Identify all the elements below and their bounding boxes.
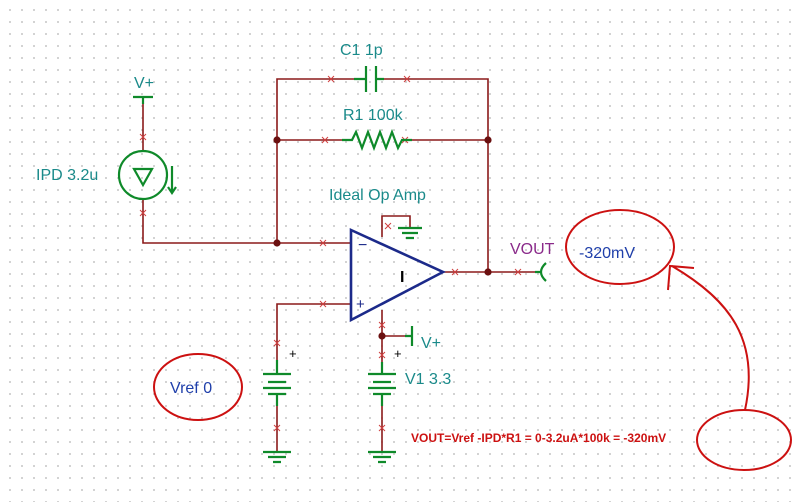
photodiode-source[interactable]: IPD 3.2u bbox=[36, 149, 177, 201]
output-terminal[interactable]: VOUT bbox=[510, 241, 555, 282]
opamp-ground bbox=[398, 226, 422, 240]
battery-v1-label: V1 3.3 bbox=[405, 371, 451, 388]
supply-terminal-icon bbox=[405, 326, 414, 346]
annotation-arrowhead-icon bbox=[667, 264, 695, 291]
diode-triangle-icon bbox=[132, 167, 154, 188]
ground-vref bbox=[263, 450, 291, 464]
op-amp-mark: I bbox=[400, 269, 404, 286]
ground-v1 bbox=[368, 450, 396, 464]
vout-label: VOUT bbox=[510, 241, 555, 258]
output-terminal-icon bbox=[535, 262, 547, 282]
capacitor-icon bbox=[354, 66, 384, 92]
op-amp-triangle-icon bbox=[349, 227, 446, 323]
capacitor-label: C1 1p bbox=[340, 42, 383, 59]
node-inverting bbox=[273, 239, 281, 247]
wire-opamp-gnd bbox=[381, 215, 411, 237]
current-source-icon bbox=[117, 149, 169, 201]
vout-value-circle bbox=[565, 209, 675, 285]
node-feedback-left bbox=[273, 136, 281, 144]
junction-nodes bbox=[273, 136, 492, 340]
wire-ipd-inverting bbox=[142, 200, 351, 244]
vref-circle bbox=[153, 353, 243, 421]
node-feedback-right bbox=[484, 136, 492, 144]
ground-icon bbox=[368, 450, 396, 464]
op-amp[interactable]: − + I Ideal Op Amp bbox=[329, 187, 446, 323]
battery-vref-plus: + bbox=[289, 346, 297, 361]
resistor-label: R1 100k bbox=[343, 107, 404, 124]
result-annotation: VOUT=Vref -IPD*R1 = 0-3.2uA*100k = -320m… bbox=[411, 264, 792, 471]
node-output bbox=[484, 268, 492, 276]
battery-vref[interactable]: + bbox=[263, 346, 297, 406]
resistor-icon bbox=[342, 128, 412, 152]
wire-cap-right bbox=[384, 78, 489, 140]
ground-icon bbox=[263, 450, 291, 464]
supply-vplus-top[interactable]: V+ bbox=[133, 75, 154, 104]
supply-top-label: V+ bbox=[134, 75, 154, 92]
wires bbox=[142, 78, 535, 452]
wire-cap-left bbox=[276, 78, 354, 140]
battery-v1[interactable]: + V1 3.3 bbox=[368, 346, 451, 406]
battery-v1-plus: + bbox=[394, 346, 402, 361]
current-arrow-icon bbox=[167, 166, 177, 195]
op-amp-plus: + bbox=[356, 296, 365, 313]
op-amp-label: Ideal Op Amp bbox=[329, 187, 426, 204]
ground-icon bbox=[398, 226, 422, 240]
annotation-arrow-line bbox=[671, 265, 750, 411]
capacitor-c1[interactable]: C1 1p bbox=[340, 42, 384, 92]
pin-marks bbox=[139, 75, 522, 432]
photodiode-label: IPD 3.2u bbox=[36, 167, 98, 184]
wire-noninv-vref bbox=[276, 303, 351, 370]
resistor-r1[interactable]: R1 100k bbox=[342, 107, 412, 152]
node-supply bbox=[378, 332, 386, 340]
op-amp-minus: − bbox=[358, 237, 367, 254]
supply-vplus-right[interactable]: V+ bbox=[405, 326, 441, 352]
vout-value: -320mV bbox=[579, 245, 635, 262]
vref-label: Vref 0 bbox=[170, 380, 212, 397]
supply-terminal-icon bbox=[133, 95, 153, 104]
battery-icon bbox=[263, 360, 291, 406]
formula-text: VOUT=Vref -IPD*R1 = 0-3.2uA*100k = -320m… bbox=[411, 431, 666, 445]
supply-right-label: V+ bbox=[421, 335, 441, 352]
vref-annotation: Vref 0 bbox=[153, 353, 243, 421]
result-circle bbox=[696, 409, 792, 471]
battery-icon bbox=[368, 362, 396, 406]
vout-value-annotation: -320mV bbox=[565, 209, 675, 285]
